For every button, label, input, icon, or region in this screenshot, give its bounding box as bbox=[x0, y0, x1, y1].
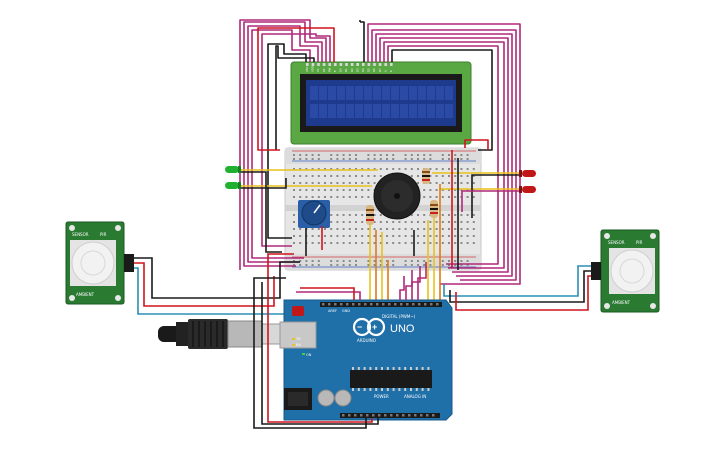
pir-sensor-left: SENSOR PIR AMBIENT bbox=[65, 221, 134, 305]
arduino-uno: − + UNO ARDUINO DIGITAL (PWM~) POWER ANA… bbox=[279, 299, 453, 421]
lcd-pin-label: VSS bbox=[305, 67, 309, 72]
wires-top bbox=[239, 19, 521, 285]
arduino-power-label: POWER bbox=[374, 394, 389, 399]
lcd-pin-label: K bbox=[389, 70, 393, 72]
lcd-pin-label: RS bbox=[322, 68, 326, 72]
arduino-rx-label: RX bbox=[296, 343, 301, 347]
arduino-brand: ARDUINO bbox=[357, 338, 376, 343]
buzzer bbox=[373, 172, 421, 220]
svg-text:+: + bbox=[372, 322, 377, 332]
pir-left-label-1: SENSOR bbox=[72, 232, 89, 237]
lcd-pin-label: D1 bbox=[344, 68, 348, 72]
wires-arduino-power bbox=[253, 253, 427, 429]
wires-breadboard bbox=[241, 150, 519, 300]
lcd-pin-label: D6 bbox=[372, 68, 376, 72]
arduino-model: UNO bbox=[390, 323, 415, 335]
arduino-tx-label: TX bbox=[295, 337, 301, 341]
arduino-analog-label: ANALOG IN bbox=[404, 394, 426, 399]
lcd-pin-label: D5 bbox=[367, 68, 371, 72]
usb-cable bbox=[158, 319, 281, 349]
led-green-top bbox=[225, 166, 241, 173]
led-red-bottom bbox=[519, 186, 536, 193]
pir-right-label-2: PIR bbox=[636, 240, 643, 245]
lcd-pin-label: A bbox=[383, 70, 387, 72]
led-green-bottom bbox=[225, 182, 241, 189]
lcd-character-cells bbox=[310, 86, 453, 118]
arduino-digital-label: DIGITAL (PWM~) bbox=[382, 314, 416, 319]
potentiometer bbox=[298, 200, 330, 228]
lcd-pin-label: D0 bbox=[339, 68, 343, 72]
lcd-pin-label: D2 bbox=[350, 68, 354, 72]
wires-pir-right bbox=[443, 265, 591, 311]
pir-left-label-3: AMBIENT bbox=[76, 292, 95, 297]
pir-left-label-2: PIR bbox=[100, 232, 107, 237]
pir-sensor-right: SENSOR PIR AMBIENT bbox=[591, 229, 660, 313]
lcd-pin-label: RW bbox=[327, 67, 331, 72]
lcd-pin-label: D3 bbox=[355, 68, 359, 72]
lcd-pin-label: D4 bbox=[361, 68, 365, 72]
resistors bbox=[366, 168, 438, 225]
arduino-aref-label: AREF bbox=[328, 309, 337, 313]
arduino-on-label: ON bbox=[306, 353, 312, 357]
lcd-pin-label: VDD bbox=[311, 66, 315, 72]
led-red-top bbox=[519, 170, 536, 177]
arduino-gnd-label: GND bbox=[342, 309, 350, 313]
lcd-pin-label: V0 bbox=[316, 68, 320, 72]
svg-text:−: − bbox=[357, 322, 362, 332]
lcd-pin-label: E bbox=[333, 70, 337, 72]
pir-right-label-3: AMBIENT bbox=[612, 300, 631, 305]
lcd-pin-label: D7 bbox=[378, 68, 382, 72]
lcd-pin-header bbox=[306, 63, 393, 66]
pir-right-label-1: SENSOR bbox=[608, 240, 625, 245]
